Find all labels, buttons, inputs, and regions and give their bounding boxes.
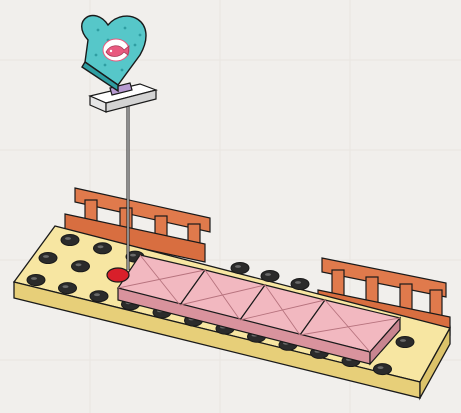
stud-highlight: [43, 255, 49, 258]
stud: [72, 261, 90, 272]
stud: [27, 275, 45, 286]
stud: [291, 279, 309, 290]
stud: [90, 291, 108, 302]
stud: [39, 253, 57, 264]
stud-highlight: [98, 245, 104, 248]
stud-highlight: [295, 281, 301, 284]
stud-highlight: [265, 273, 271, 276]
stud: [61, 235, 79, 246]
sign-base-brick: [90, 83, 156, 112]
heart-fish-sign-icon: [82, 16, 146, 91]
stud-highlight: [65, 237, 71, 240]
stud: [396, 337, 414, 348]
stud-highlight: [235, 265, 241, 268]
stud-highlight: [76, 263, 82, 266]
stud-highlight: [63, 285, 69, 288]
stud: [261, 271, 279, 282]
stud-highlight: [31, 277, 37, 280]
stud-highlight: [130, 254, 136, 257]
stud: [374, 364, 392, 375]
stud-highlight: [400, 339, 406, 342]
stud: [59, 283, 77, 294]
stud: [94, 243, 112, 254]
stud-highlight: [94, 293, 100, 296]
new-part-marker-icon: [107, 268, 129, 282]
stud: [231, 263, 249, 274]
stud-highlight: [378, 366, 384, 369]
